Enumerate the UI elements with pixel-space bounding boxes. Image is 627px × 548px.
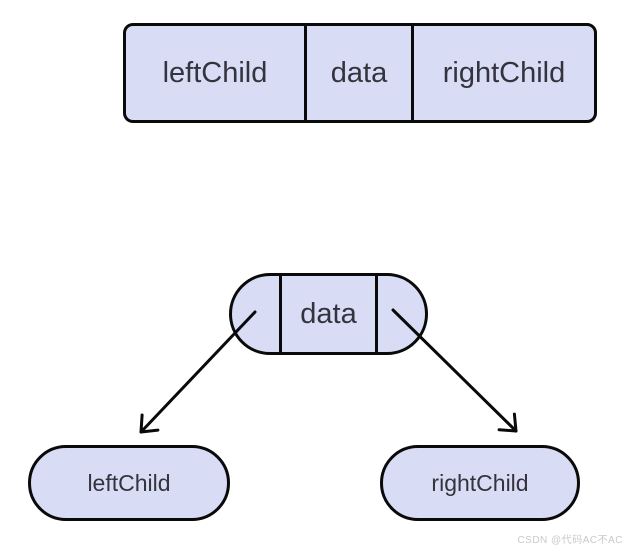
- struct-cell-leftchild: leftChild: [126, 26, 307, 120]
- right-child-node: rightChild: [380, 445, 580, 521]
- root-data-label: data: [300, 297, 357, 330]
- tree-root-node: data: [229, 273, 428, 355]
- csdn-watermark: CSDN @代码AC不AC: [517, 535, 623, 546]
- struct-cell-leftchild-label: leftChild: [162, 56, 268, 89]
- struct-cell-data-label: data: [330, 56, 388, 89]
- node-struct-box: leftChild data rightChild: [123, 23, 597, 123]
- right-child-node-label: rightChild: [431, 469, 529, 496]
- struct-cell-rightchild: rightChild: [414, 26, 594, 120]
- root-data-cell: data: [282, 276, 378, 352]
- struct-cell-data: data: [307, 26, 414, 120]
- root-right-pointer-cell: [378, 276, 425, 352]
- left-child-node-label: leftChild: [87, 469, 171, 496]
- struct-cell-rightchild-label: rightChild: [442, 56, 566, 89]
- left-child-node: leftChild: [28, 445, 230, 521]
- root-left-pointer-cell: [232, 276, 282, 352]
